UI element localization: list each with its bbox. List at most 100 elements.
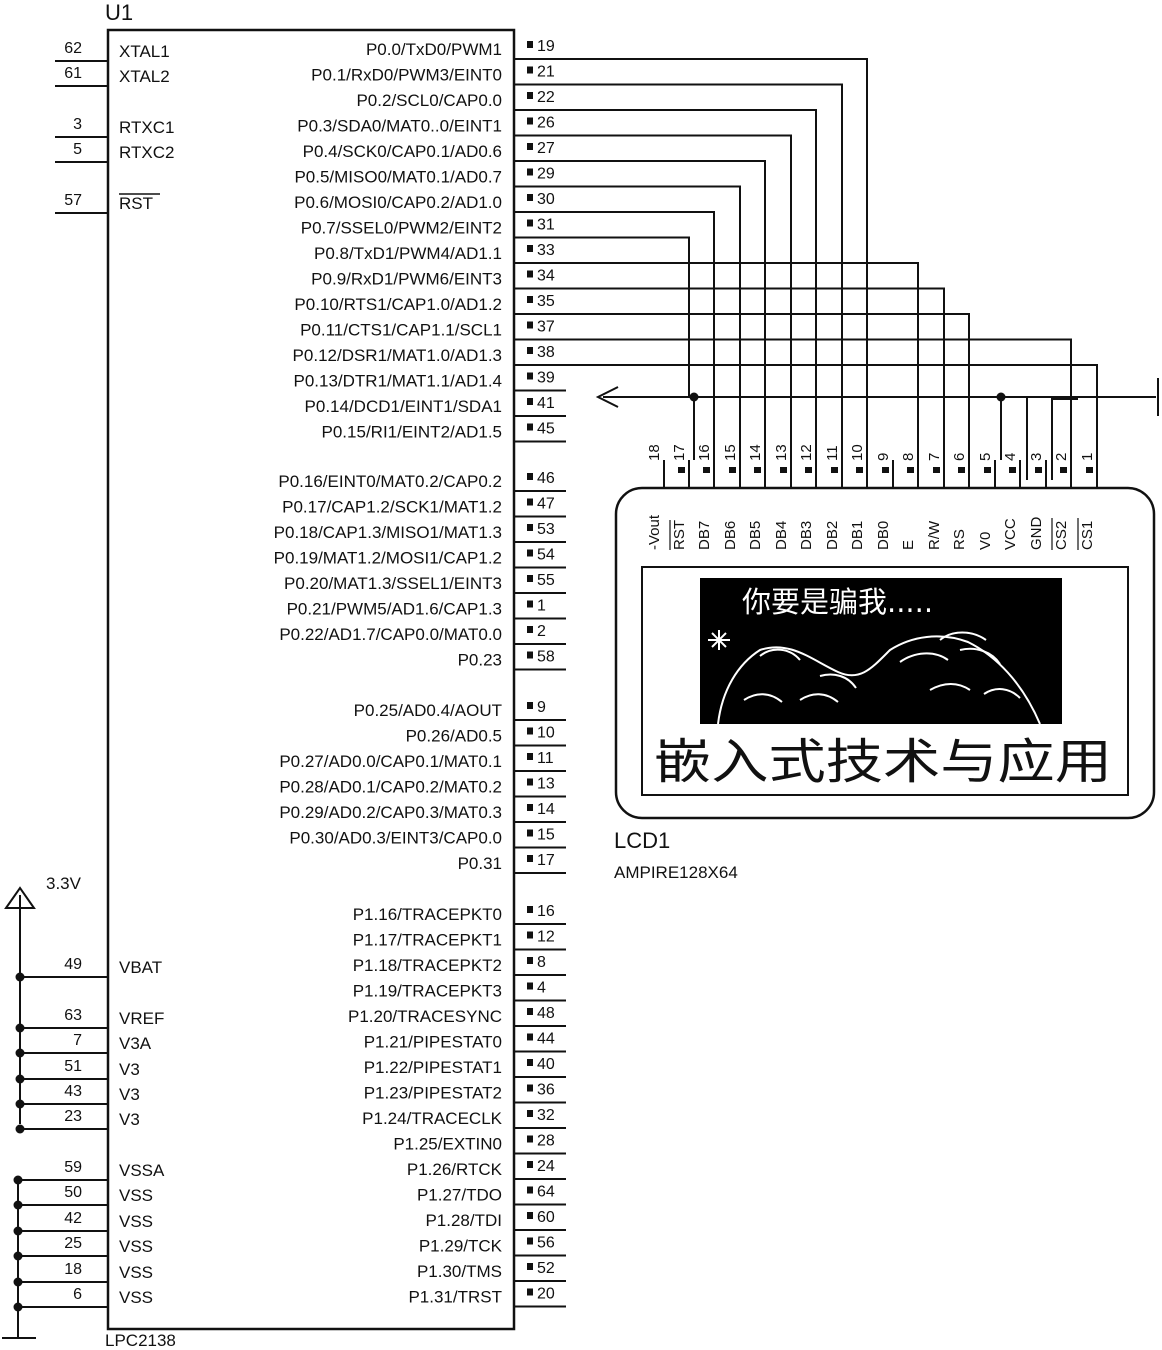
u1-right-pin: 35 P0.10/RTS1/CAP1.0/AD1.2 (294, 293, 566, 315)
pin-marker (527, 92, 533, 99)
pin-marker (527, 1084, 533, 1092)
pin-number: 63 (64, 1007, 82, 1024)
pin-name: P1.21/PIPESTAT0 (364, 1033, 502, 1052)
lcd-pin-number: 9 (875, 453, 892, 461)
pin-name: V3 (119, 1060, 140, 1079)
u1-right-pin: 1P0.21/PWM5/AD1.6/CAP1.3 (287, 598, 566, 620)
pin-number: 29 (537, 166, 555, 183)
pin-number: 31 (537, 217, 555, 234)
pin-name: P0.7/SSEL0/PWM2/EINT2 (301, 219, 502, 238)
lcd-pin-name: R/W (926, 520, 943, 550)
pin-name: P0.9/RxD1/PWM6/EINT3 (311, 270, 502, 289)
pin-marker (831, 467, 838, 473)
pin-number: 36 (537, 1082, 555, 1099)
pin-name: P0.2/SCL0/CAP0.0 (356, 91, 502, 110)
lcd-pin-number: 18 (646, 444, 663, 461)
pin-marker (527, 804, 533, 811)
lcd-pin: 5V0 (977, 453, 996, 550)
pin-marker (527, 702, 533, 709)
u1-part-number: LPC2138 (105, 1331, 176, 1350)
bus-wire (566, 364, 1098, 460)
bus-wire (566, 211, 715, 460)
pin-marker (527, 398, 533, 405)
pin-number: 30 (537, 191, 555, 208)
u1-right-pin: 2P0.22/AD1.7/CAP0.0/MAT0.0 (279, 623, 566, 645)
pin-number: 26 (537, 115, 555, 132)
u1-right-pin: 4P1.19/TRACEPKT3 (353, 980, 566, 1002)
pin-name: P0.11/CTS1/CAP1.1/SCL1 (300, 321, 502, 340)
pin-name: P1.24/TRACECLK (362, 1109, 502, 1128)
pin-marker (527, 778, 533, 786)
vcc-power-symbol (4, 886, 36, 909)
aux-wires (595, 378, 1159, 480)
pin-marker (527, 906, 533, 913)
lcd-image-area (700, 578, 1062, 724)
pin-marker (527, 982, 533, 990)
pin-number: 43 (64, 1083, 82, 1100)
pin-name: P1.28/TDI (425, 1211, 502, 1230)
lcd-pin-name: DB5 (747, 521, 764, 550)
pin-marker (527, 347, 533, 354)
pin-name: P0.17/CAP1.2/SCK1/MAT1.2 (282, 498, 502, 517)
pin-name: P0.20/MAT1.3/SSEL1/EINT3 (284, 574, 502, 593)
vcc-label: 3.3V (46, 874, 82, 893)
pin-marker (958, 467, 965, 473)
pin-marker (1086, 467, 1093, 473)
pin-name: P0.10/RTS1/CAP1.0/AD1.2 (294, 295, 502, 314)
lcd-top-text: 你要是骗我..... (742, 585, 933, 619)
u1-right-pin: 9P0.25/AD0.4/AOUT (354, 699, 566, 721)
pin-number: 52 (537, 1260, 555, 1277)
pin-number: 35 (537, 293, 555, 310)
pin-marker (527, 1033, 533, 1041)
pin-marker (527, 575, 533, 582)
pin-name: P1.19/TRACEPKT3 (353, 982, 502, 1001)
pin-marker (527, 66, 533, 74)
bus-wire (566, 338, 1072, 460)
pin-marker (527, 321, 533, 329)
pin-number: 20 (537, 1286, 555, 1303)
lcd-part-number: AMPIRE128X64 (614, 863, 738, 882)
bus-wire (566, 287, 945, 460)
pin-name: P1.20/TRACESYNC (348, 1007, 502, 1026)
pin-name: VBAT (119, 958, 162, 977)
pin-marker (527, 829, 533, 837)
pin-number: 62 (64, 40, 82, 57)
pin-number: 15 (537, 827, 555, 844)
pin-number: 45 (537, 421, 555, 438)
u1-right-pin: 34 P0.9/RxD1/PWM6/EINT3 (311, 268, 566, 290)
pin-marker (527, 117, 533, 125)
lcd-pin-number: 16 (696, 444, 713, 461)
lcd-body (614, 486, 1156, 820)
pin-number: 46 (537, 470, 555, 487)
bus-wire (566, 313, 970, 460)
pin-name: P0.23 (458, 651, 502, 670)
lcd-pins: 18-Vout17RST16DB715DB614DB513DB412DB311D… (646, 444, 1098, 550)
pin-number: 8 (537, 954, 546, 971)
pin-number: 34 (537, 268, 555, 285)
pin-marker (754, 467, 761, 473)
